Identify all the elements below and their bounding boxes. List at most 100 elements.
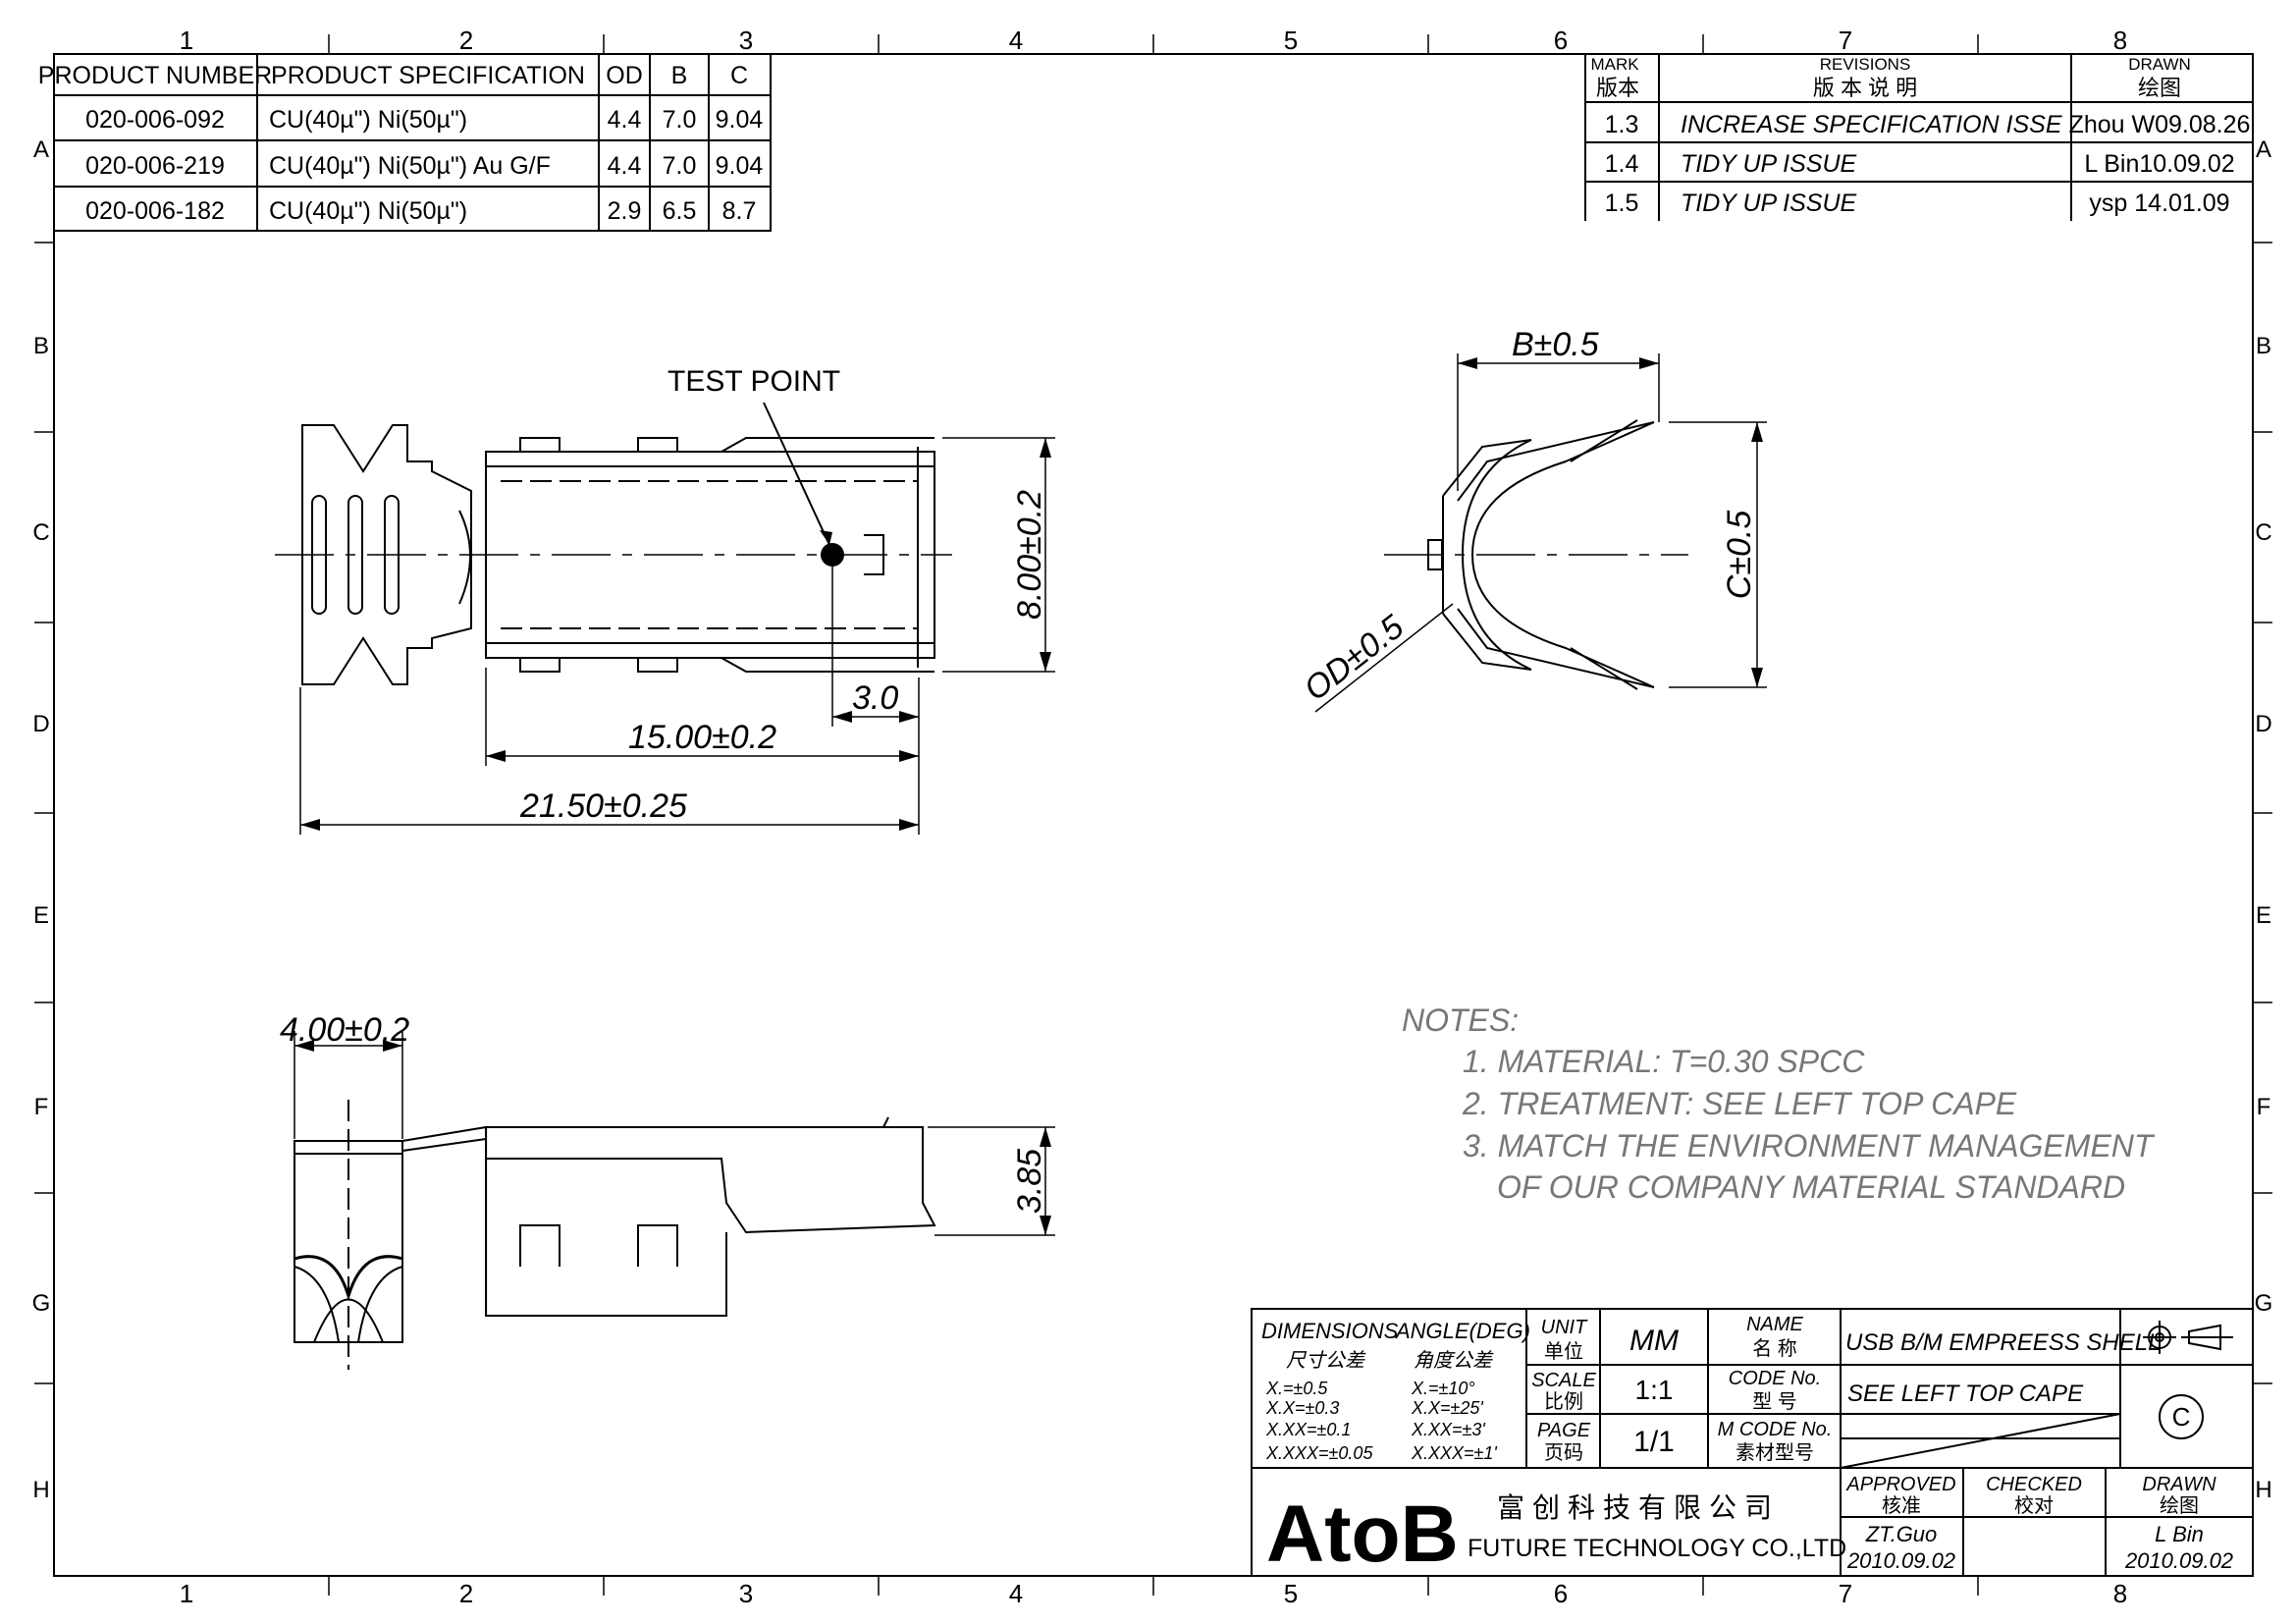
tb-scale-cn: 比例 xyxy=(1544,1390,1583,1413)
spec-header: B xyxy=(671,62,688,89)
col-label: 5 xyxy=(1284,1579,1298,1608)
col-label: 1 xyxy=(180,26,193,55)
col-label: 1 xyxy=(180,1579,193,1608)
row-label: E xyxy=(2256,902,2271,929)
spec-cell: CU(40µ") Ni(50µ") xyxy=(269,106,467,134)
zone-labels-top: 1 2 3 4 5 6 7 8 xyxy=(180,26,2127,55)
test-point-label: TEST POINT xyxy=(667,365,840,398)
rev-desc: TIDY UP ISSUE xyxy=(1681,189,1857,217)
tb-tol-dim: X.XX=±0.1 xyxy=(1265,1420,1351,1439)
tb-drawn-date: 2010.09.02 xyxy=(2124,1548,2233,1573)
tb-code-value: SEE LEFT TOP CAPE xyxy=(1847,1380,2084,1407)
col-label: 2 xyxy=(459,1579,473,1608)
zone-labels-bottom: 1 2 3 4 5 6 7 8 xyxy=(180,1579,2127,1608)
tb-mcode: M CODE No. xyxy=(1718,1419,1833,1440)
spec-cell: 6.5 xyxy=(663,197,697,225)
rev-desc: INCREASE SPECIFICATION ISSE xyxy=(1681,111,2062,138)
top-view-arrows xyxy=(300,438,1051,831)
rev-desc: TIDY UP ISSUE xyxy=(1681,150,1857,178)
dim-b: B±0.5 xyxy=(1512,326,1599,363)
tb-angle-cn: 角度公差 xyxy=(1414,1350,1494,1372)
dim-side-height: 3.85 xyxy=(1011,1149,1048,1214)
shell-body xyxy=(485,451,935,659)
spec-cell: 7.0 xyxy=(663,106,697,134)
tb-drawn-by: L Bin xyxy=(2155,1522,2204,1546)
top-view-dimensions xyxy=(299,437,1055,835)
tb-page: PAGE xyxy=(1537,1420,1591,1441)
zone-labels-right: A B C D E F G H xyxy=(2255,136,2273,1503)
col-label: 4 xyxy=(1009,1579,1023,1608)
rev-drawn: Zhou W09.08.26 xyxy=(2069,111,2251,138)
tb-approved: APPROVED xyxy=(1845,1474,1955,1495)
col-label: 5 xyxy=(1284,26,1298,55)
rev-drawn: L Bin10.09.02 xyxy=(2084,150,2234,178)
tail-slot xyxy=(311,495,327,615)
tb-unit-cn: 单位 xyxy=(1544,1340,1583,1363)
spec-cell: 4.4 xyxy=(608,152,642,180)
col-label: 6 xyxy=(1554,1579,1568,1608)
tb-tol-ang: X.XXX=±1' xyxy=(1411,1443,1497,1463)
notes-title: NOTES: xyxy=(1402,1002,1519,1038)
side-view-dimensions xyxy=(294,1031,1055,1236)
row-label: B xyxy=(33,333,49,359)
dim-width: 4.00±0.2 xyxy=(280,1011,409,1049)
tb-checked-cn: 校对 xyxy=(2014,1494,2054,1517)
row-label: F xyxy=(2257,1094,2271,1120)
tb-checked: CHECKED xyxy=(1986,1474,2082,1495)
tb-approved-cn: 核准 xyxy=(1882,1494,1921,1517)
top-view xyxy=(275,424,952,685)
row-label: G xyxy=(2255,1290,2273,1317)
tb-tol-dim: X.X=±0.3 xyxy=(1265,1398,1339,1418)
col-label: 7 xyxy=(1839,26,1852,55)
col-label: 2 xyxy=(459,26,473,55)
tb-drawn-cn: 绘图 xyxy=(2160,1494,2199,1517)
rev-mark: 1.4 xyxy=(1605,150,1639,178)
spec-cell: 9.04 xyxy=(716,106,764,134)
tb-page-value: 1/1 xyxy=(1633,1426,1675,1458)
tb-tol-dim: X.=±0.5 xyxy=(1265,1379,1328,1398)
test-point-leader xyxy=(763,402,830,546)
projection-symbol-icon xyxy=(2143,1321,2233,1354)
note-line: 1. MATERIAL: T=0.30 SPCC xyxy=(1463,1044,1865,1079)
rev-header-cn: 版 本 说 明 xyxy=(1813,76,1917,100)
tb-tol-dim: X.XXX=±0.05 xyxy=(1265,1443,1373,1463)
zone-ticks xyxy=(34,34,2272,1596)
company-logo: AtoB xyxy=(1266,1489,1459,1579)
col-label: 8 xyxy=(2113,26,2127,55)
col-label: 7 xyxy=(1839,1579,1852,1608)
leader-arrow xyxy=(820,530,832,545)
test-point-marker xyxy=(821,543,844,567)
rev-header: REVISIONS xyxy=(1820,55,1911,74)
col-label: 8 xyxy=(2113,1579,2127,1608)
rev-drawn-header-cn: 绘图 xyxy=(2138,76,2181,100)
spec-header: PRODUCT SPECIFICATION xyxy=(271,62,585,89)
zone-labels-left: A B C D E F G H xyxy=(32,136,51,1503)
row-label: G xyxy=(32,1290,51,1317)
tb-code: CODE No. xyxy=(1729,1368,1821,1389)
dim-body-length: 15.00±0.2 xyxy=(628,719,776,756)
spec-cell: CU(40µ") Ni(50µ") Au G/F xyxy=(269,152,551,180)
copyright-letter: C xyxy=(2172,1402,2191,1432)
end-view-dimensions xyxy=(1314,353,1767,713)
row-label: C xyxy=(2255,519,2271,546)
spec-cell: 8.7 xyxy=(722,197,757,225)
tb-name-value: USB B/M EMPREESS SHELL xyxy=(1845,1329,2161,1356)
spec-table: PRODUCT NUMBER PRODUCT SPECIFICATION OD … xyxy=(38,53,772,232)
spec-cell: 2.9 xyxy=(608,197,642,225)
revisions-table: MARK 版本 REVISIONS 版 本 说 明 DRAWN 绘图 1.3 I… xyxy=(1584,54,2253,221)
col-label: 3 xyxy=(739,1579,753,1608)
row-label: H xyxy=(2255,1477,2271,1503)
spec-cell: CU(40µ") Ni(50µ") xyxy=(269,197,467,225)
row-label: D xyxy=(2255,711,2271,737)
rev-mark-header: MARK xyxy=(1590,55,1639,74)
spec-cell: 020-006-182 xyxy=(85,197,225,225)
tb-mcode-cn: 素材型号 xyxy=(1735,1441,1814,1464)
note-line: 2. TREATMENT: SEE LEFT TOP CAPE xyxy=(1462,1086,2017,1121)
tb-name-cn: 名 称 xyxy=(1752,1337,1797,1360)
rev-drawn-header: DRAWN xyxy=(2128,55,2191,74)
spec-cell: 020-006-219 xyxy=(85,152,225,180)
dim-height: 8.00±0.2 xyxy=(1011,490,1048,620)
side-view xyxy=(294,1100,936,1370)
spec-header: OD xyxy=(606,62,643,89)
